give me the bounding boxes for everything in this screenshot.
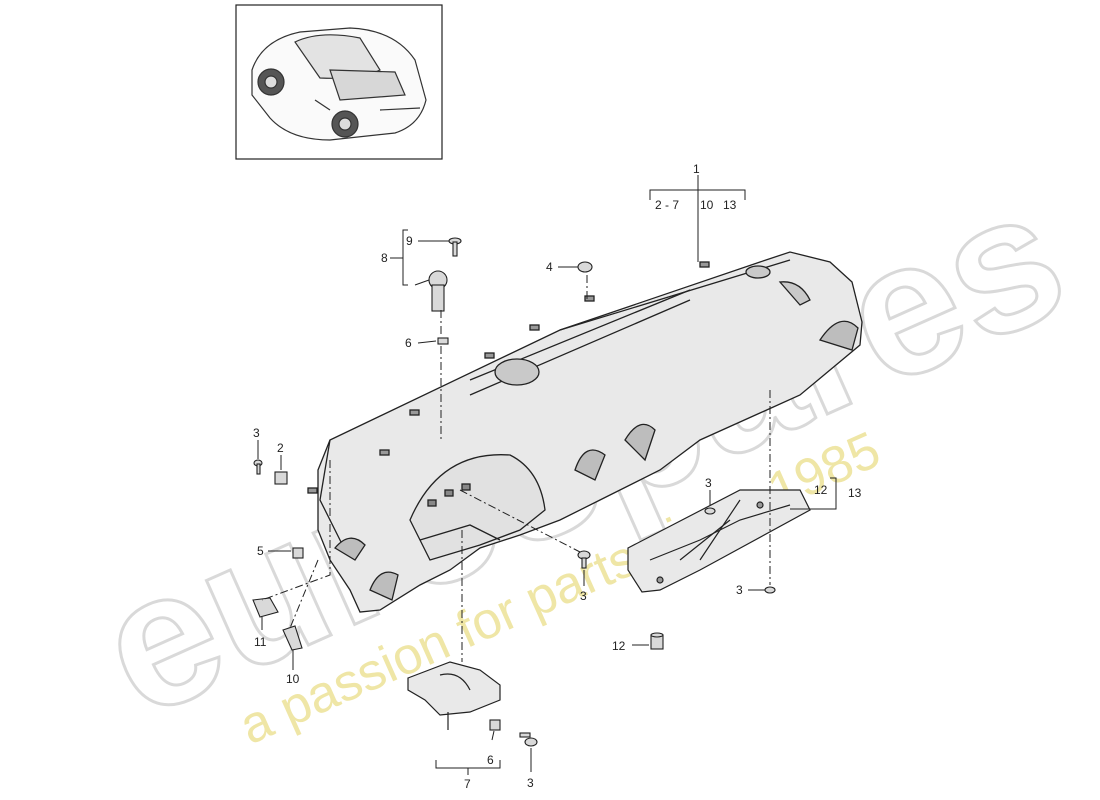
callout-10: 10 — [286, 672, 300, 686]
clip-icon — [428, 270, 448, 312]
side-bracket — [627, 489, 811, 593]
callout-3-bracket: 3 — [705, 476, 712, 490]
callout-3-left: 3 — [253, 426, 260, 440]
screw-bottom-icon — [519, 732, 538, 747]
small-parts — [252, 237, 776, 747]
callout-3-bottom: 3 — [527, 776, 534, 790]
clip-6b-icon — [489, 719, 501, 731]
bush-icon — [650, 632, 664, 650]
callout-1-range: 2 - 7 — [655, 198, 679, 212]
callout-13-group: 13 — [848, 486, 862, 500]
callout-9: 9 — [406, 234, 413, 248]
clip-5-icon — [292, 547, 304, 559]
strip-10-icon — [282, 625, 303, 651]
callout-12-bottom: 12 — [612, 639, 626, 653]
screw-center-icon — [577, 550, 591, 569]
callout-8: 8 — [381, 251, 388, 265]
clip-11-icon — [252, 597, 279, 618]
car-convertible-icon — [251, 27, 427, 141]
callout-5: 5 — [257, 544, 264, 558]
callout-4: 4 — [546, 260, 553, 274]
screw-bracket-icon — [704, 507, 716, 515]
nut-square-icon — [274, 471, 288, 485]
callout-labels: 1 2 - 7 10 13 9 8 4 6 3 2 5 11 10 3 3 12… — [253, 162, 862, 791]
screw-left-icon — [253, 459, 263, 475]
callout-1: 1 — [693, 162, 700, 176]
car-thumbnail — [235, 4, 443, 160]
dashboard-panel — [307, 251, 863, 613]
callout-12-group: 12 — [814, 483, 828, 497]
callout-3-right: 3 — [736, 583, 743, 597]
callout-1-10: 10 — [700, 198, 714, 212]
center-bracket — [407, 661, 501, 730]
callout-6-top: 6 — [405, 336, 412, 350]
callout-6-bottom: 6 — [487, 753, 494, 767]
screw-right-icon — [764, 586, 776, 594]
nut-icon — [577, 261, 593, 273]
callout-3-center: 3 — [580, 589, 587, 603]
clip-small-icon — [437, 337, 449, 345]
callout-11: 11 — [254, 635, 267, 649]
callout-7: 7 — [464, 777, 471, 791]
screw-icon — [448, 237, 462, 257]
callout-1-13: 13 — [723, 198, 737, 212]
callout-2: 2 — [277, 441, 284, 455]
leader-lines — [257, 175, 837, 775]
